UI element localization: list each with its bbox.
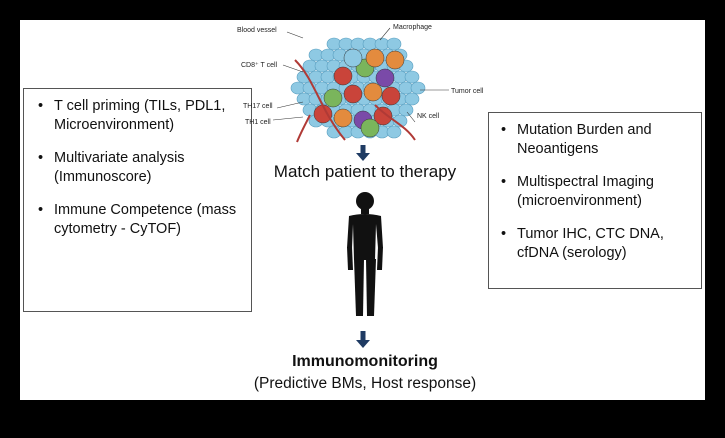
- label-blood-vessel: Blood vessel: [237, 27, 277, 34]
- label-macrophage: Macrophage: [393, 24, 432, 31]
- list-item: • Immune Competence (mass cytometry - CyT…: [32, 201, 243, 239]
- bullet: •: [38, 150, 44, 166]
- item-text: Mutation Burden and Neoantigens: [517, 122, 652, 157]
- tumor-cell: [398, 103, 414, 117]
- list-item: • Multivariate analysis (Immunoscore): [32, 149, 243, 187]
- bullet: •: [38, 202, 44, 218]
- blood-vessel: [296, 114, 311, 143]
- list-item: • T cell priming (TILs, PDL1, Microenviro…: [32, 97, 243, 135]
- item-text: T cell priming (TILs, PDL1, Microenviron…: [54, 98, 226, 133]
- immune-cell: [323, 88, 343, 108]
- diagram-canvas: • T cell priming (TILs, PDL1, Microenviro…: [20, 20, 705, 400]
- immune-cell: [375, 68, 395, 88]
- item-text: Multispectral Imaging (microenvironment): [517, 174, 654, 209]
- list-item: • Multispectral Imaging (microenvironment…: [495, 173, 695, 211]
- leader-line: [379, 27, 391, 41]
- label-th17: TH17 cell: [243, 103, 273, 110]
- immune-cell: [363, 82, 383, 102]
- blood-vessel: [374, 104, 416, 141]
- leader-line: [282, 64, 304, 73]
- immune-cell: [333, 66, 353, 86]
- immunomonitoring-title: Immunomonitoring: [292, 353, 438, 370]
- immunomonitoring-subtitle: (Predictive BMs, Host response): [253, 375, 477, 392]
- immune-cell: [385, 50, 405, 70]
- immune-cell: [343, 48, 363, 68]
- bullet: •: [38, 98, 44, 114]
- leader-line: [286, 31, 304, 39]
- immune-cell: [343, 84, 363, 104]
- tumor-microenvironment-illustration: Blood vessel Macrophage CD8⁺ T cell Tumo…: [237, 24, 484, 143]
- label-nk: NK cell: [417, 113, 440, 120]
- leader-line: [406, 111, 416, 123]
- list-item: • Tumor IHC, CTC DNA, cfDNA (serology): [495, 225, 695, 263]
- right-info-box: • Mutation Burden and Neoantigens • Multis…: [488, 112, 702, 289]
- match-patient-text: Match patient to therapy: [273, 162, 457, 181]
- immune-cell: [381, 86, 401, 106]
- label-th1: TH1 cell: [245, 119, 271, 126]
- immune-cell: [360, 118, 380, 138]
- left-info-box: • T cell priming (TILs, PDL1, Microenviro…: [23, 88, 252, 312]
- label-cd8: CD8⁺ T cell: [241, 62, 278, 69]
- tumor-cell: [392, 114, 408, 128]
- tumor-cell: [410, 81, 426, 95]
- immune-cell: [373, 106, 393, 126]
- down-arrow-icon: [356, 145, 370, 161]
- list-item: • Mutation Burden and Neoantigens: [495, 121, 695, 159]
- tumor-cell: [404, 92, 420, 106]
- bullet: •: [501, 122, 507, 138]
- bullet: •: [501, 174, 507, 190]
- leader-line: [276, 101, 304, 109]
- leader-line: [272, 116, 304, 121]
- tumor-cell: [404, 70, 420, 84]
- immune-cell: [365, 48, 385, 68]
- item-text: Multivariate analysis (Immunoscore): [54, 150, 185, 185]
- tumor-cell-cluster: [290, 37, 426, 139]
- down-arrow-icon: [356, 331, 370, 348]
- tumor-cell: [386, 37, 402, 51]
- item-text: Immune Competence (mass cytometry - CyTO…: [54, 202, 237, 237]
- item-text: Tumor IHC, CTC DNA, cfDNA (serology): [517, 226, 664, 261]
- bullet: •: [501, 226, 507, 242]
- immune-cell: [333, 108, 353, 128]
- tumor-cell: [386, 125, 402, 139]
- label-tumor-cell: Tumor cell: [451, 88, 484, 95]
- blood-vessel: [294, 59, 346, 141]
- human-silhouette-icon: [347, 192, 383, 316]
